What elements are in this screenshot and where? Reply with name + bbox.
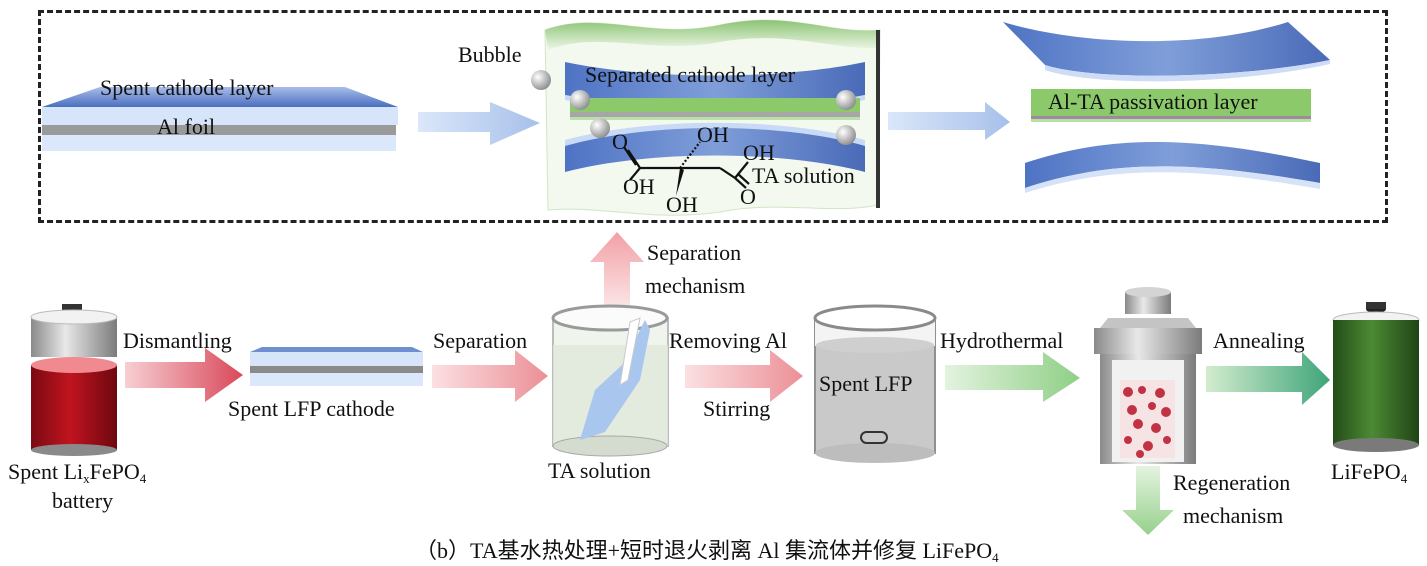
- lower-separated-cathode: [565, 126, 865, 172]
- separation-mechanism-arrow: [590, 232, 644, 305]
- separation-label: Separation: [433, 328, 528, 353]
- bubble-1: [531, 70, 551, 90]
- upper-separated-cathode: [565, 62, 865, 108]
- middle-al-layer: [570, 112, 860, 117]
- regeneration-mechanism-label-2: mechanism: [1183, 503, 1284, 528]
- removing-al-arrow: [685, 350, 803, 402]
- atom-o-1: O: [612, 129, 628, 154]
- spent-battery-label-formula: FePO: [89, 459, 140, 484]
- right-lower-cathode-light: [1025, 166, 1320, 193]
- separation-arrow: [432, 350, 548, 402]
- atom-oh-4: OH: [666, 192, 698, 217]
- regeneration-mechanism-arrow: [1122, 466, 1174, 535]
- right-upper-cathode: [1003, 22, 1330, 76]
- bubble-2: [570, 90, 590, 110]
- annealing-label: Annealing: [1213, 328, 1305, 353]
- separation-mechanism-label-2: mechanism: [645, 273, 746, 298]
- stir-bar-icon: [860, 431, 888, 444]
- caption-subscript: 4: [992, 550, 999, 565]
- bubble-4: [836, 90, 856, 110]
- cathode-layer-light-upper: [42, 107, 398, 125]
- al-ta-passivation-layer-label: Al-TA passivation layer: [1048, 89, 1258, 114]
- spent-lfp-cathode-label: Spent LFP cathode: [228, 396, 395, 421]
- separated-cathode-layer-label: Separated cathode layer: [585, 62, 796, 87]
- spent-lfp-beaker-icon: [813, 304, 937, 463]
- cathode-layer-top: [42, 87, 398, 107]
- right-lower-cathode: [1025, 142, 1320, 188]
- lower-cathode-light: [565, 122, 865, 146]
- spent-battery-icon: [30, 304, 118, 456]
- spent-battery-label-2: battery: [52, 488, 114, 513]
- atom-oh-1: OH: [697, 122, 729, 147]
- al-foil-band: [42, 125, 396, 135]
- bubble-5: [836, 125, 856, 145]
- ta-solution-sheet: [531, 19, 881, 216]
- spent-cathode-stack: [42, 87, 398, 151]
- panel-arrow-1: [418, 102, 540, 145]
- middle-green-layer-bottom: [570, 117, 860, 120]
- ta-solution-panel-label: TA solution: [752, 163, 855, 188]
- dismantling-label: Dismantling: [123, 328, 232, 353]
- spent-lfp-label: Spent LFP: [819, 371, 913, 396]
- spent-battery-label: Spent LixFePO4: [8, 459, 147, 486]
- stirring-label: Stirring: [703, 396, 771, 421]
- al-foil-label: Al foil: [157, 114, 216, 139]
- spent-cathode-layer-label: Spent cathode layer: [100, 75, 274, 100]
- ta-solution-label: TA solution: [548, 458, 651, 483]
- panel-arrow-2: [888, 102, 1010, 140]
- lifepo4-battery-icon: [1332, 302, 1420, 452]
- separation-mechanism-label-1: Separation: [647, 240, 742, 265]
- ta-solution-beaker-icon: [551, 304, 669, 457]
- figure-caption: （b）TA基水热处理+短时退火剥离 Al 集流体并修复 LiFePO4: [415, 533, 999, 566]
- bubble-label: Bubble: [458, 42, 522, 67]
- spent-lfp-cathode-icon: [250, 347, 423, 386]
- hydrothermal-arrow: [945, 352, 1080, 402]
- middle-green-layer: [570, 98, 860, 112]
- cathode-layer-light-lower: [42, 135, 396, 151]
- regeneration-mechanism-label-1: Regeneration: [1173, 470, 1291, 495]
- annealing-arrow: [1206, 352, 1330, 405]
- caption-prefix: （b）: [415, 538, 471, 563]
- passivation-stack: [1003, 22, 1330, 193]
- bubble-3: [590, 118, 610, 138]
- lifepo4-subscript: 4: [1400, 471, 1408, 486]
- removing-al-label: Removing Al: [669, 328, 787, 353]
- atom-oh-2: OH: [743, 140, 775, 165]
- sheet-right-edge: [876, 30, 880, 208]
- autoclave-icon: [1094, 287, 1202, 464]
- subscript-4: 4: [139, 471, 147, 486]
- atom-o-2: O: [740, 184, 756, 209]
- spent-battery-label-text: Spent Li: [8, 459, 84, 484]
- lifepo4-label: LiFePO4: [1331, 459, 1408, 486]
- dismantling-arrow: [125, 348, 243, 402]
- passivation-green-bottom: [1031, 119, 1311, 122]
- green-wavy-top: [545, 20, 880, 50]
- subscript-x: x: [83, 471, 90, 486]
- lifepo4-label-text: LiFePO: [1331, 459, 1401, 484]
- passivation-al-layer: [1031, 116, 1311, 119]
- atom-oh-3: OH: [623, 174, 655, 199]
- tartaric-acid-structure: [623, 141, 750, 196]
- caption-text: TA基水热处理+短时退火剥离 Al 集流体并修复 LiFePO: [470, 538, 993, 563]
- hydrothermal-label: Hydrothermal: [940, 328, 1064, 353]
- mechanism-panel-frame: [38, 10, 1388, 223]
- passivation-green-layer: [1031, 89, 1311, 116]
- right-upper-cathode-light: [1045, 60, 1330, 82]
